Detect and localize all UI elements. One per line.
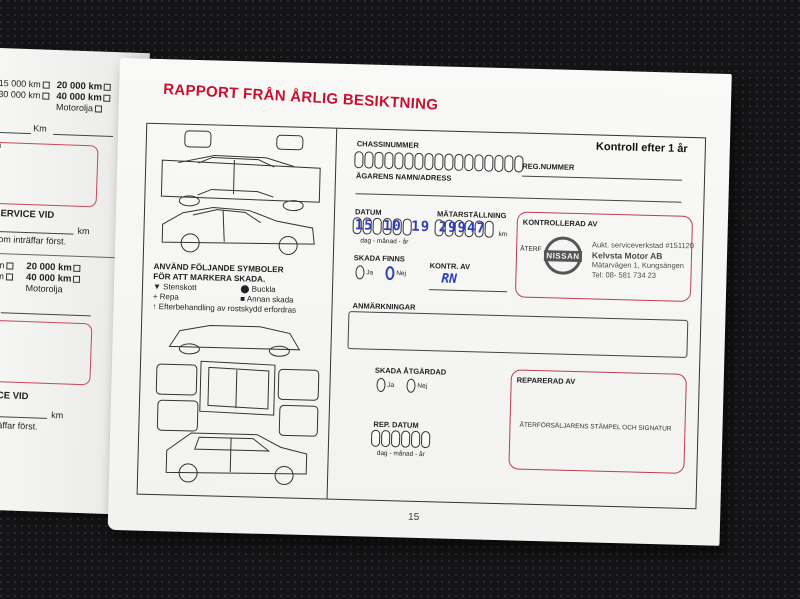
dealer-stamp: Aukt. serviceverkstad #151120 Kelvsta Mo…	[592, 240, 694, 281]
date-value: 15 10 19	[354, 217, 431, 236]
owner-address-field[interactable]	[355, 193, 682, 203]
controlled-prefix: ÅTERF	[520, 245, 542, 254]
checkbox[interactable]	[6, 262, 14, 270]
inspector-label: KONTR. AV	[429, 261, 471, 272]
damage-found-yes[interactable]: Ja	[355, 265, 373, 280]
stamp-box	[0, 319, 93, 386]
dent-icon: ⬤	[240, 284, 250, 294]
mileage-item: Motorolja	[25, 283, 63, 295]
service-note: nom inträffar först.	[0, 233, 67, 247]
km-line	[0, 415, 48, 419]
mileage-item: km	[0, 271, 14, 282]
page-title: RAPPORT FRÅN ÅRLIG BESIKTNING	[162, 80, 439, 114]
owner-label: ÄGARENS NAMN/ADRESS	[355, 171, 452, 183]
radio-yes[interactable]	[376, 377, 386, 393]
chassis-number-field[interactable]	[354, 151, 524, 173]
inspector-field[interactable]	[429, 289, 508, 293]
right-page: RAPPORT FRÅN ÅRLIG BESIKTNING	[107, 58, 732, 546]
remarks-field[interactable]	[347, 311, 689, 358]
page-number: 15	[407, 511, 420, 523]
inspection-frame: ANVÄND FÖLJANDE SYMBOLER FÖR ATT MARKERA…	[136, 122, 708, 510]
odometer-unit: km	[498, 230, 508, 239]
damage-fixed-label: SKADA ÅTGÄRDAD	[374, 365, 447, 377]
repaired-by-label: REPARERAD AV	[516, 375, 576, 387]
checkbox[interactable]	[104, 83, 112, 91]
reg-number-field[interactable]	[522, 175, 683, 181]
mileage-item: km	[0, 260, 14, 271]
stamp-line: Tel: 08- 581 734 23	[591, 270, 657, 280]
damage-fixed-yes[interactable]: Ja	[376, 377, 394, 393]
mileage-item: 15 000 km	[0, 78, 50, 90]
mileage-item: Motorolja	[56, 102, 103, 114]
arrow-up-icon: ↑	[152, 301, 157, 312]
checkbox[interactable]	[94, 105, 103, 113]
damage-fixed-no[interactable]: Nej	[406, 378, 427, 394]
odometer-value: 29947	[438, 219, 487, 237]
date-label: DATUM	[354, 207, 382, 217]
checkbox[interactable]	[42, 81, 50, 89]
date-format-hint: dag - månad - år	[360, 237, 409, 246]
km-line	[0, 131, 32, 135]
stamp-box	[0, 141, 99, 208]
radio-yes[interactable]	[355, 265, 365, 280]
damage-legend: ANVÄND FÖLJANDE SYMBOLER FÖR ATT MARKERA…	[152, 262, 328, 317]
inspector-signature: RN	[441, 271, 458, 287]
checkbox[interactable]	[103, 94, 111, 102]
rep-date-label: REP. DATUM	[373, 419, 419, 430]
car-diagram-bottom[interactable]	[146, 320, 325, 493]
checkbox[interactable]	[73, 275, 81, 283]
car-diagram-top[interactable]	[152, 128, 330, 261]
km-label: Km	[33, 123, 47, 134]
radio-no[interactable]	[406, 378, 416, 393]
mileage-item: 30 000 km	[0, 89, 50, 101]
page-subtitle: Kontroll efter 1 år	[595, 140, 688, 156]
damage-found-label: SKADA FINNS	[353, 253, 405, 264]
service-heading: SERVICE VID	[0, 207, 55, 221]
mileage-block-top: 15 000 km 30 000 km 20 000 km 40 000 km …	[0, 78, 137, 153]
rep-date-field[interactable]	[370, 429, 431, 449]
km-unit: km	[77, 225, 90, 237]
km-unit: km	[51, 410, 64, 421]
radio-no[interactable]	[385, 266, 395, 281]
checkbox[interactable]	[73, 264, 81, 272]
section-divider	[0, 252, 131, 259]
service-note: nträffar först.	[0, 419, 38, 432]
reg-number-label: REG.NUMMER	[522, 161, 575, 172]
mileage-block-mid: km km 20 000 km 40 000 km Motorolja	[0, 260, 131, 315]
other-damage-icon: ■	[240, 294, 246, 304]
controlled-by-label: KONTROLLERAD AV	[522, 217, 598, 229]
vehicle-diagram-panel: ANVÄND FÖLJANDE SYMBOLER FÖR ATT MARKERA…	[137, 123, 338, 499]
rep-date-format-hint: dag - månad - år	[376, 449, 425, 459]
checkbox[interactable]	[5, 273, 14, 281]
stone-chip-icon: ▼	[152, 281, 162, 292]
chassis-label: CHASSINUMMER	[356, 139, 420, 150]
scratch-icon: +	[152, 291, 158, 302]
odometer-label: MÄTARSTÄLLNING	[436, 209, 507, 221]
km-line	[52, 133, 113, 137]
checkbox[interactable]	[42, 92, 50, 100]
damage-found-no[interactable]: Nej	[385, 266, 406, 281]
remarks-label: ANMÄRKNINGAR	[352, 301, 416, 312]
service-heading: VICE VID	[0, 389, 29, 403]
inspection-form: CHASSINUMMER REG.NUMMER ÄGARENS NAMN/ADR…	[328, 129, 708, 509]
